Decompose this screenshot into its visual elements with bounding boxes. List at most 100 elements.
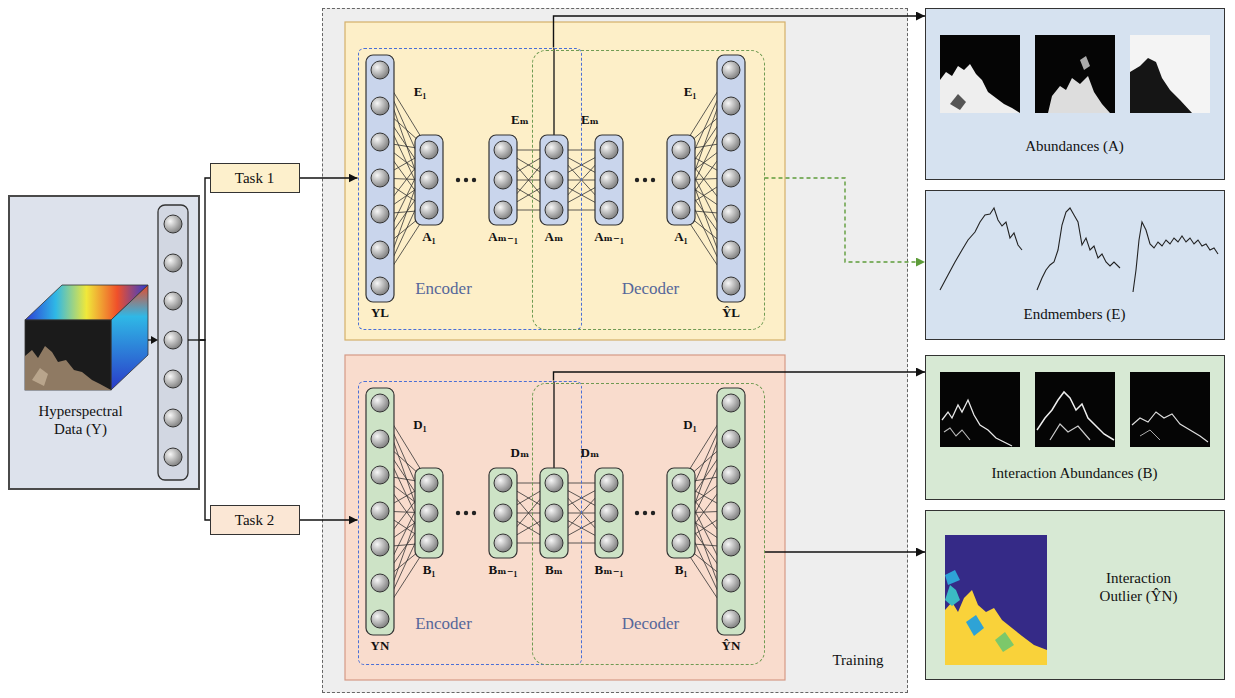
- neuron: [600, 534, 618, 552]
- node-label: Task 1: [211, 169, 298, 187]
- endmember-curve: [940, 208, 1022, 290]
- neuron: [600, 141, 618, 159]
- connector: [765, 178, 926, 262]
- node-label: Interaction Abundances (B): [936, 464, 1213, 482]
- layer-label: ŶN: [722, 638, 741, 654]
- node-label: Decoder: [596, 614, 706, 634]
- connector: [554, 372, 926, 381]
- abundance-map: [1035, 35, 1115, 113]
- neuron: [494, 171, 512, 189]
- neuron: [672, 534, 690, 552]
- neuron: [722, 502, 740, 520]
- interaction-map: [1140, 430, 1160, 440]
- neuron: [164, 409, 182, 427]
- layer-column: [717, 55, 745, 302]
- neuron: [420, 504, 438, 522]
- layer-label: Aₘ₋₁: [594, 229, 624, 245]
- layer-column: [489, 135, 517, 225]
- abundance-map: [1130, 35, 1210, 113]
- neuron: [722, 430, 740, 448]
- abundance-map: [1048, 76, 1110, 113]
- interaction-map: [942, 400, 1012, 446]
- ellipsis-dot: [643, 178, 647, 182]
- cube-arrow: [151, 336, 158, 344]
- node-label: Encoder: [389, 279, 499, 299]
- outlier-map: [945, 585, 960, 606]
- neuron: [371, 205, 389, 223]
- interaction-map: [1035, 372, 1115, 447]
- neuron: [494, 201, 512, 219]
- neuron: [545, 201, 563, 219]
- decoder-group: Decoder: [532, 50, 765, 330]
- layer-column: [667, 468, 695, 558]
- training-region: EncoderDecoderEncoderDecoderTraining: [322, 8, 908, 693]
- layer-label: Dₘ: [581, 445, 600, 461]
- neuron: [545, 474, 563, 492]
- neuron: [600, 474, 618, 492]
- endmember-curve: [1037, 208, 1120, 290]
- neuron: [371, 610, 389, 628]
- layer-column: [595, 135, 623, 225]
- neuron: [722, 466, 740, 484]
- neuron: [164, 254, 182, 272]
- neuron: [722, 574, 740, 592]
- rock-image: [32, 368, 48, 386]
- neuron: [722, 610, 740, 628]
- neuron: [494, 474, 512, 492]
- node-label: Task 2: [211, 511, 298, 529]
- layer-label: B₁: [423, 562, 436, 578]
- neuron: [494, 141, 512, 159]
- neuron: [722, 61, 740, 79]
- neuron: [545, 141, 563, 159]
- encoder-group: Encoder: [358, 48, 582, 330]
- layer-label: A₁: [674, 229, 687, 245]
- layer-label: Eₘ: [511, 112, 529, 128]
- neuron: [494, 534, 512, 552]
- layer-label: Aₘ₋₁: [488, 229, 518, 245]
- neuron: [722, 394, 740, 412]
- interaction-map: [1037, 392, 1114, 440]
- interaction-map: [1130, 372, 1210, 447]
- outlier-map: [945, 535, 1047, 665]
- network-layers: [366, 55, 745, 635]
- ellipsis-dot: [635, 178, 639, 182]
- node-label: Endmembers (E): [936, 305, 1213, 323]
- ellipsis-dot: [635, 511, 639, 515]
- layer-column: [366, 388, 394, 635]
- ellipsis-dot: [472, 178, 476, 182]
- node-label: Encoder: [389, 614, 499, 634]
- input-vector: [158, 205, 188, 480]
- leader-line: [188, 339, 200, 340]
- layer-label: A₁: [422, 229, 435, 245]
- neuron: [545, 504, 563, 522]
- layer-label: Dₘ: [511, 445, 530, 461]
- interaction-map: [944, 428, 970, 440]
- rock-image: [25, 346, 111, 390]
- neuron: [164, 448, 182, 466]
- ellipsis-dot: [472, 511, 476, 515]
- node-label: Interaction Outlier (ŶN): [1086, 569, 1191, 605]
- node-label: Abundances (A): [936, 137, 1213, 155]
- neuron: [672, 201, 690, 219]
- neuron: [164, 331, 182, 349]
- node-label: Training: [818, 651, 898, 669]
- neuron: [164, 292, 182, 310]
- layer-column: [540, 468, 568, 558]
- outlier-map: [966, 615, 984, 636]
- cube-side: [111, 285, 148, 390]
- layer-label: D₁: [683, 417, 696, 433]
- layer-column: [717, 388, 745, 635]
- layer-label: Bₘ₋₁: [489, 562, 518, 578]
- cube-front: [25, 320, 111, 390]
- neuron: [722, 133, 740, 151]
- neuron: [722, 97, 740, 115]
- connector: [300, 519, 358, 520]
- ellipsis-dot: [456, 511, 460, 515]
- layer-label: Bₘ: [545, 562, 563, 578]
- neuron: [722, 277, 740, 295]
- layer-label: E₁: [684, 84, 697, 100]
- decoder-group: Decoder: [532, 383, 765, 665]
- layer-label: D₁: [413, 417, 426, 433]
